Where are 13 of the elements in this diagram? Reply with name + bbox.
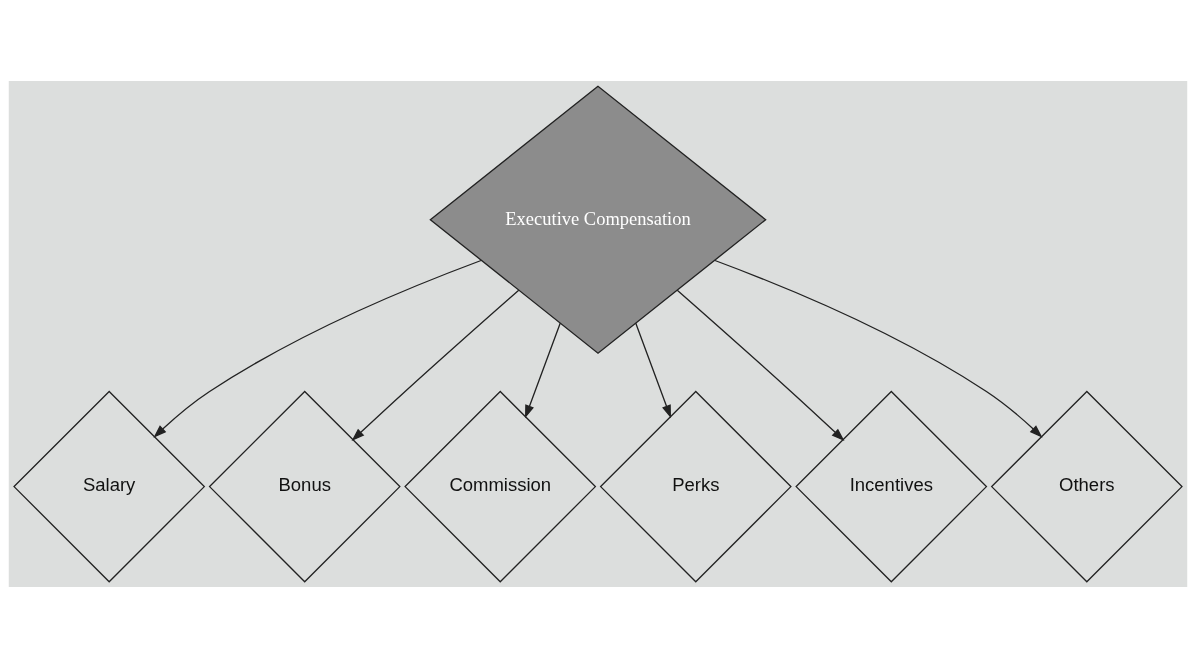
- arrow: [635, 322, 671, 419]
- arrow: [153, 259, 482, 438]
- node-diamond: Salary: [13, 390, 206, 583]
- node-diamond: Commission: [404, 390, 597, 583]
- node-diamond: Others: [990, 390, 1183, 583]
- node-diamond: Perks: [599, 390, 792, 583]
- node-diamond: Incentives: [795, 390, 988, 583]
- arrow: [714, 259, 1043, 438]
- arrow: [676, 289, 845, 442]
- arrow: [351, 289, 520, 442]
- node-diamond: Bonus: [208, 390, 401, 583]
- node-diamond: Executive Compensation: [429, 85, 767, 354]
- arrow: [525, 322, 561, 419]
